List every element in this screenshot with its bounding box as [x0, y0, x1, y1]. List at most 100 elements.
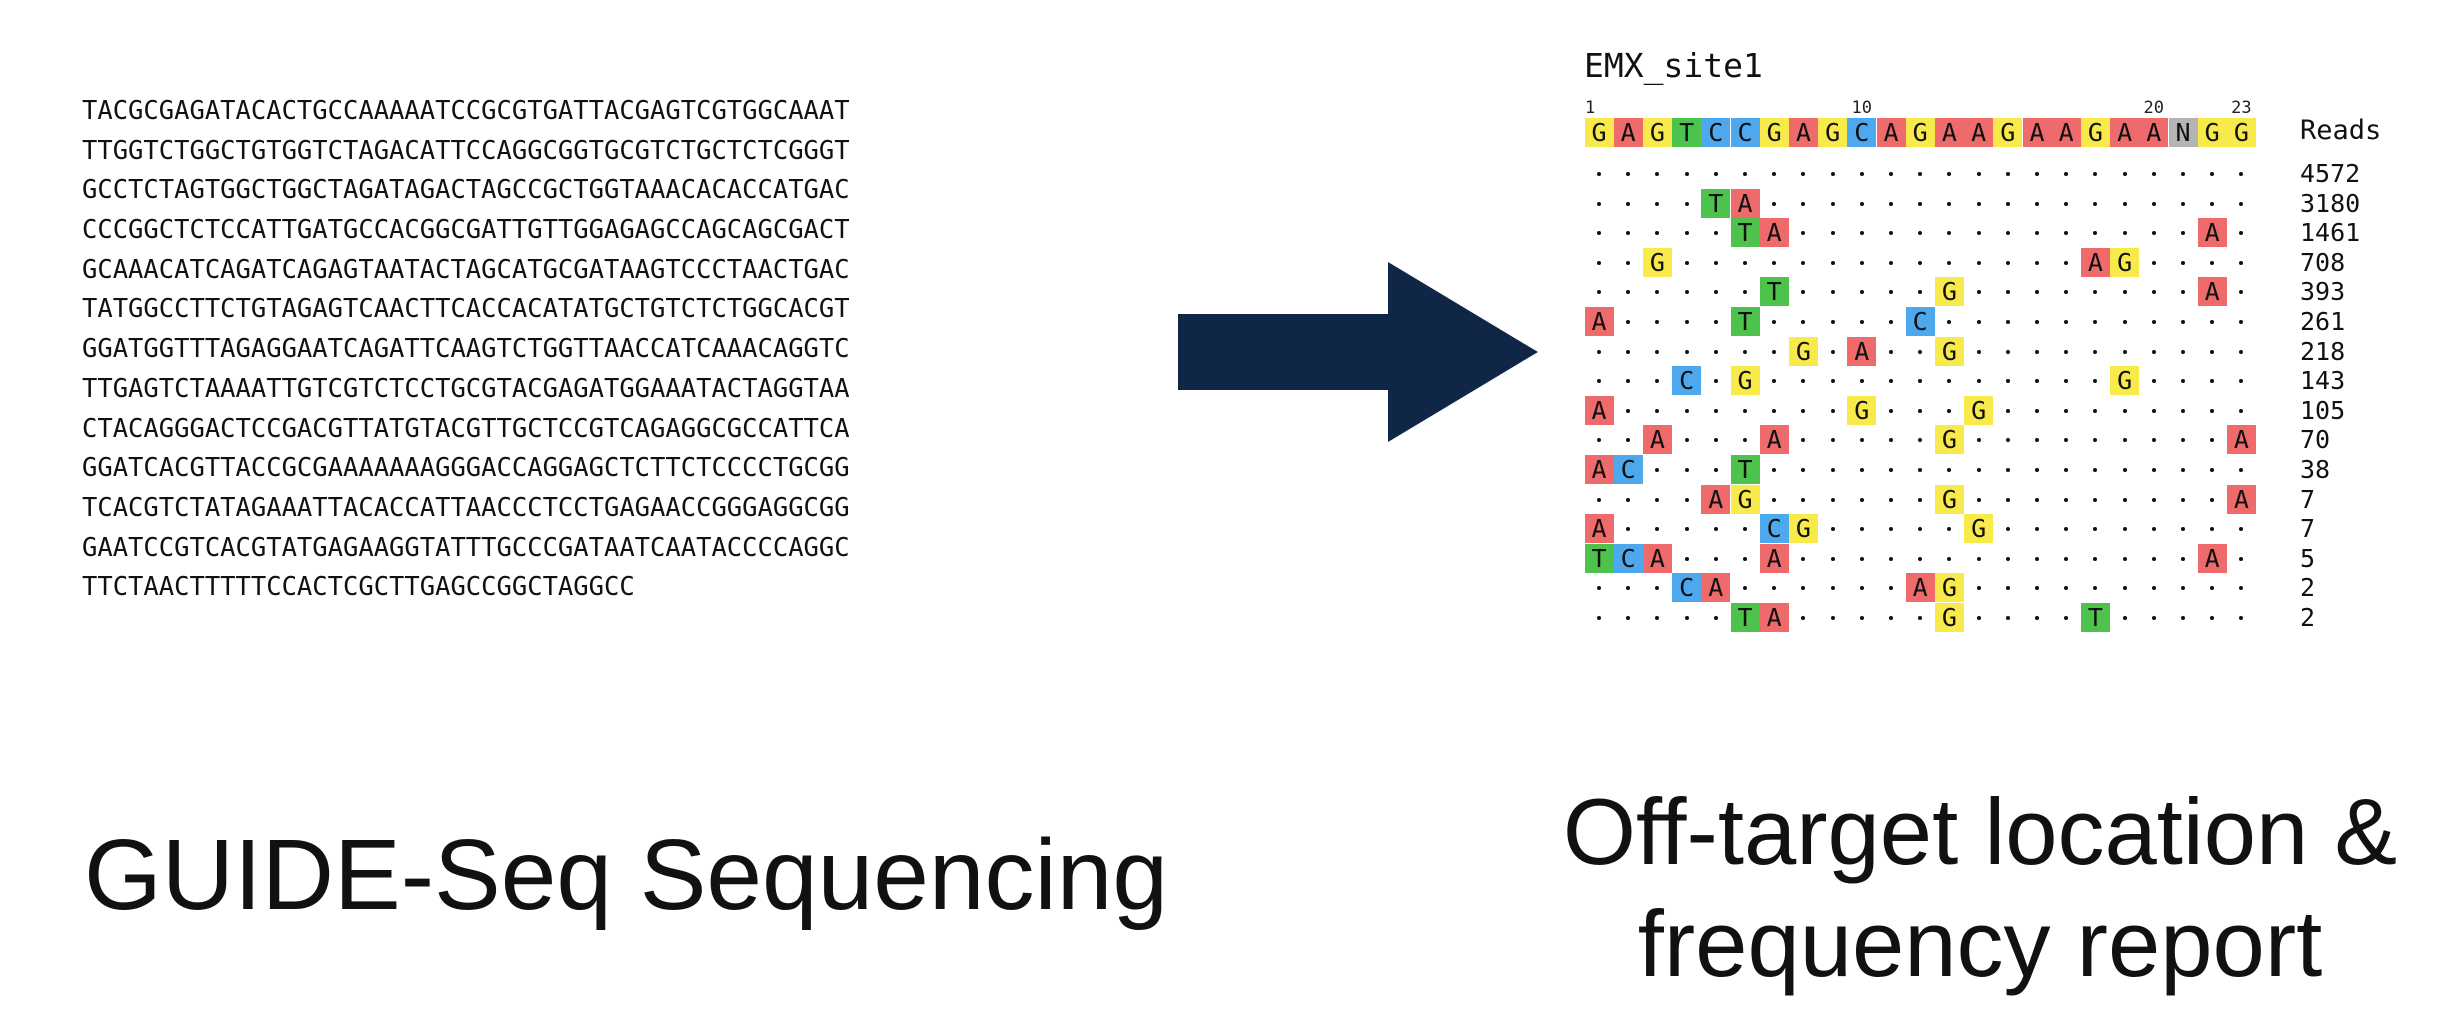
match-dot [2151, 497, 2156, 502]
match-dot [1947, 231, 1952, 236]
mismatch-base: G [1730, 484, 1760, 514]
sequence-line: GCAAACATCAGATCAGAGTAATACTAGCATGCGATAAGTC… [82, 254, 850, 285]
match-dot [2064, 260, 2069, 265]
target-base: A [1964, 118, 1994, 147]
match-dot [1772, 260, 1777, 265]
match-dot [1713, 616, 1718, 620]
match-dot [1801, 408, 1806, 413]
match-dot [1655, 497, 1660, 502]
match-dot [2035, 468, 2039, 472]
match-dot [2151, 260, 2156, 265]
match-dot [2122, 438, 2127, 443]
match-dot [1859, 616, 1864, 620]
match-dot [2151, 586, 2156, 591]
match-dot [2181, 616, 2185, 620]
match-dot [1743, 527, 1747, 532]
match-dot [2064, 201, 2069, 206]
match-dot [1684, 201, 1689, 206]
sequence-line: GAATCCGTCACGTATGAGAAGGTATTTGCCCGATAATCAA… [82, 532, 850, 563]
mismatch-base: A [1584, 514, 1614, 544]
read-count: 2 [2300, 573, 2316, 603]
reads-header: Reads [2300, 115, 2382, 146]
mismatch-base: G [1788, 336, 1818, 366]
match-dot [2239, 201, 2244, 206]
match-dot [1918, 497, 1923, 502]
match-dot [1830, 468, 1835, 472]
match-dot [2181, 497, 2185, 502]
match-dot [1947, 408, 1952, 413]
match-dot [1859, 468, 1864, 472]
output-caption-line-2: frequency report [1637, 891, 2323, 996]
report-site-name: EMX_site1 [1584, 46, 1763, 85]
target-base: A [1613, 118, 1643, 147]
match-dot [2093, 231, 2098, 236]
read-count: 70 [2300, 425, 2331, 455]
match-dot [2035, 172, 2039, 176]
target-base: G [1993, 118, 2023, 147]
match-dot [1801, 172, 1806, 176]
match-dot [2151, 616, 2156, 620]
match-dot [1713, 172, 1718, 176]
mismatch-base: T [1730, 307, 1760, 336]
match-dot [1947, 172, 1952, 176]
sequence-line: TCACGTCTATAGAAATTACACCATTAACCCTCCTGAGAAC… [82, 492, 850, 523]
match-dot [1626, 616, 1631, 620]
match-dot [1859, 201, 1864, 206]
mismatch-base: C [1672, 573, 1702, 603]
match-dot [2239, 408, 2244, 413]
match-dot [1889, 408, 1893, 413]
match-dot [1597, 172, 1601, 176]
match-dot [2035, 527, 2039, 532]
match-dot [2005, 231, 2010, 236]
match-dot [1655, 616, 1660, 620]
match-dot [2064, 556, 2069, 561]
match-dot [1830, 290, 1835, 295]
match-dot [1684, 527, 1689, 532]
sequence-line: CCCGGCTCTCCATTGATGCCACGGCGATTGTTGGAGAGCC… [82, 215, 850, 246]
target-base: G [2197, 118, 2227, 147]
match-dot [2181, 379, 2185, 384]
match-dot [2239, 468, 2244, 472]
match-dot [2151, 438, 2156, 443]
match-dot [1976, 260, 1981, 265]
mismatch-base: T [1584, 543, 1614, 573]
match-dot [1801, 260, 1806, 265]
match-dot [1918, 556, 1923, 561]
match-dot [1801, 586, 1806, 591]
match-dot [1918, 379, 1923, 384]
sequence-line: GGATCACGTTACCGCGAAAAAAAGGGACCAGGAGCTCTTC… [82, 453, 850, 484]
read-count: 1461 [2300, 218, 2361, 248]
match-dot [2064, 349, 2069, 354]
match-dot [1889, 201, 1893, 206]
match-dot [2210, 438, 2215, 443]
match-dot [1889, 468, 1893, 472]
match-dot [1801, 320, 1806, 324]
match-dot [1830, 497, 1835, 502]
match-dot [1713, 468, 1718, 472]
match-dot [2210, 172, 2215, 176]
match-dot [1655, 379, 1660, 384]
match-dot [1830, 320, 1835, 324]
match-dot [1859, 438, 1864, 443]
match-dot [1801, 497, 1806, 502]
match-dot [1976, 172, 1981, 176]
match-dot [1918, 201, 1923, 206]
match-dot [1830, 586, 1835, 591]
match-dot [2151, 201, 2156, 206]
match-dot [1859, 231, 1864, 236]
match-dot [2122, 556, 2127, 561]
match-dot [1772, 408, 1777, 413]
match-dot [2181, 349, 2185, 354]
match-dot [2210, 408, 2215, 413]
target-base: A [1788, 118, 1818, 147]
mismatch-base: A [1642, 543, 1672, 573]
match-dot [2210, 616, 2215, 620]
match-dot [2151, 379, 2156, 384]
match-dot [2093, 408, 2098, 413]
match-dot [2005, 616, 2010, 620]
match-dot [2005, 438, 2010, 443]
match-dot [1830, 438, 1835, 443]
match-dot [1626, 290, 1631, 295]
match-dot [1626, 408, 1631, 413]
sequence-line: GCCTCTAGTGGCTGGCTAGATAGACTAGCCGCTGGTAAAC… [82, 175, 850, 206]
